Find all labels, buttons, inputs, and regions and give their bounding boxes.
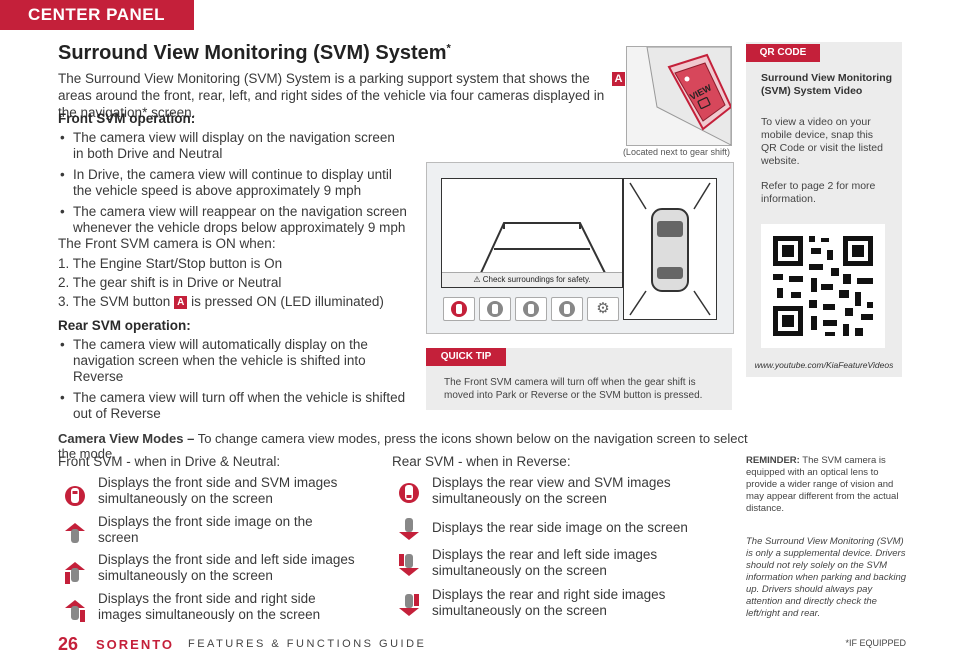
- page-number: 26: [58, 634, 79, 654]
- front-mode-left-icon: [64, 558, 86, 593]
- front-mode-text: Displays the front side and left side im…: [98, 552, 355, 583]
- front-mode-text: Displays the front side image on the scr…: [98, 514, 313, 545]
- qr-code-icon: [773, 236, 873, 336]
- front-step: 2. The gear shift is in Drive or Neutral: [58, 275, 282, 290]
- front-svm-bullets: The camera view will display on the navi…: [58, 130, 408, 241]
- front-camera-view: ⚠ Check surroundings for safety.: [441, 178, 623, 288]
- rear-mode-text: Displays the rear view and SVM images si…: [432, 475, 671, 506]
- page-title: Surround View Monitoring (SVM) System*: [58, 42, 451, 64]
- camera-view-modes-heading: Camera View Modes – To change camera vie…: [58, 431, 748, 461]
- callout-badge-a: A: [174, 296, 188, 309]
- footer-guide-title: FEATURES & FUNCTIONS GUIDE: [188, 638, 427, 650]
- rear-mode-text: Displays the rear and right side images …: [432, 587, 666, 618]
- footer-if-equipped: *IF EQUIPPED: [845, 638, 906, 648]
- quick-tip-label: QUICK TIP: [426, 348, 506, 366]
- car-right-icon: [559, 301, 575, 317]
- qr-title: Surround View Monitoring (SVM) System Vi…: [761, 72, 893, 97]
- rear-mode-right-icon: [398, 590, 420, 625]
- front-bullet: The camera view will reappear on the nav…: [58, 204, 408, 236]
- rear-modes-label: Rear SVM - when in Reverse:: [392, 454, 571, 469]
- intro-paragraph: The Surround View Monitoring (SVM) Syste…: [58, 71, 605, 120]
- front-mode-right-icon: [64, 596, 86, 631]
- front-step-3: 3. The SVM button A is pressed ON (LED i…: [58, 294, 384, 309]
- front-mode-text: Displays the front side and right side i…: [98, 591, 321, 622]
- qr-url[interactable]: www.youtube.com/KiaFeatureVideos: [754, 360, 894, 370]
- warning-bar: ⚠ Check surroundings for safety.: [442, 272, 622, 287]
- car-front-red-icon: [451, 301, 467, 317]
- rear-mode-svm-icon: [398, 478, 420, 513]
- footer-brand: SORENTO: [96, 637, 175, 652]
- qr-code-label: QR CODE: [746, 44, 820, 62]
- front-step: 1. The Engine Start/Stop button is On: [58, 256, 283, 271]
- nav-screen-illustration: ⚠ Check surroundings for safety. ⚙: [426, 162, 734, 334]
- qr-code-image[interactable]: [761, 224, 885, 348]
- front-mode-svm-icon: [64, 481, 86, 516]
- front-mode-front-icon: [64, 519, 86, 554]
- rear-svm-heading: Rear SVM operation:: [58, 318, 191, 333]
- front-bullet: In Drive, the camera view will continue …: [58, 167, 408, 199]
- car-front-icon: [487, 301, 503, 317]
- qr-refer: Refer to page 2 for more information.: [761, 180, 876, 205]
- rear-svm-bullets: The camera view will automatically displ…: [58, 337, 408, 427]
- rear-mode-rear-icon: [398, 514, 420, 549]
- mode-button-front[interactable]: [479, 297, 511, 321]
- warning-icon: ⚠: [473, 275, 481, 284]
- front-bullet: The camera view will display on the navi…: [58, 130, 408, 162]
- front-svm-heading: Front SVM operation:: [58, 111, 196, 126]
- reminder-note: REMINDER: The SVM camera is equipped wit…: [746, 455, 899, 514]
- top-view-car-illustration: [629, 182, 711, 316]
- callout-a-marker: A: [612, 72, 625, 86]
- front-on-when: The Front SVM camera is ON when:: [58, 236, 276, 251]
- front-mode-text: Displays the front side and SVM images s…: [98, 475, 338, 506]
- svm-top-view: [623, 178, 717, 320]
- svm-button-illustration: VIEW: [646, 47, 731, 145]
- camera-mode-buttons: ⚙: [441, 297, 621, 321]
- qr-instructions: To view a video on your mobile device, s…: [761, 116, 883, 167]
- rear-bullet: The camera view will turn off when the v…: [58, 390, 408, 422]
- quick-tip-text: The Front SVM camera will turn off when …: [444, 377, 703, 401]
- rear-bullet: The camera view will automatically displ…: [58, 337, 408, 385]
- svm-button-photo: VIEW: [626, 46, 732, 146]
- rear-mode-text: Displays the rear and left side images s…: [432, 547, 658, 578]
- parking-guide-lines: [479, 222, 607, 276]
- mode-button-left[interactable]: [515, 297, 547, 321]
- mode-button-svm[interactable]: [443, 297, 475, 321]
- front-modes-label: Front SVM - when in Drive & Neutral:: [58, 454, 281, 469]
- rear-mode-left-icon: [398, 550, 420, 585]
- mode-button-right[interactable]: [551, 297, 583, 321]
- gear-icon[interactable]: ⚙: [587, 297, 619, 321]
- button-location-caption: (Located next to gear shift): [622, 147, 730, 157]
- car-left-icon: [523, 301, 539, 317]
- rear-mode-text: Displays the rear side image on the scre…: [432, 520, 688, 535]
- section-tab: CENTER PANEL: [0, 0, 194, 30]
- disclaimer-note: The Surround View Monitoring (SVM) is on…: [746, 536, 907, 619]
